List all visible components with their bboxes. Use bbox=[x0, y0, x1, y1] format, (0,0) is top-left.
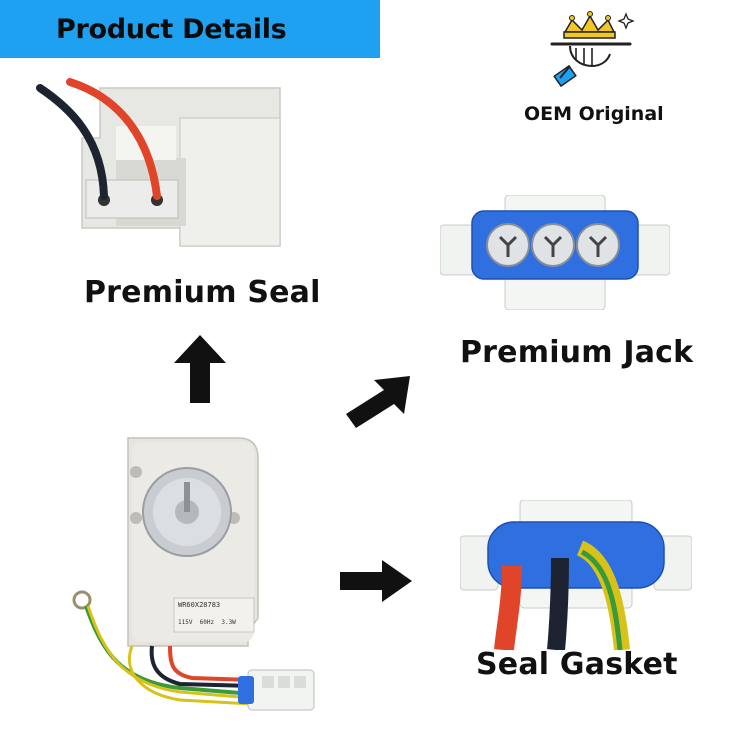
motor-model-text: WR60X28783 bbox=[178, 601, 221, 609]
oem-original-label: OEM Original bbox=[524, 103, 664, 125]
header-title: Product Details bbox=[56, 14, 287, 45]
premium-seal-image bbox=[30, 78, 310, 258]
header-band bbox=[0, 0, 380, 58]
premium-seal-label: Premium Seal bbox=[84, 275, 321, 310]
fan-motor-image bbox=[62, 432, 362, 732]
motor-rating-text: 115V 60Hz 3.3W bbox=[178, 619, 236, 626]
arrow-diagonal-icon bbox=[340, 372, 412, 432]
premium-jack-image bbox=[440, 195, 670, 310]
seal-gasket-label: Seal Gasket bbox=[476, 647, 678, 682]
arrow-up-icon bbox=[172, 333, 228, 405]
arrow-right-icon bbox=[336, 558, 416, 604]
premium-jack-label: Premium Jack bbox=[460, 335, 694, 370]
oem-badge-icon bbox=[540, 8, 640, 104]
seal-gasket-image bbox=[460, 500, 692, 650]
